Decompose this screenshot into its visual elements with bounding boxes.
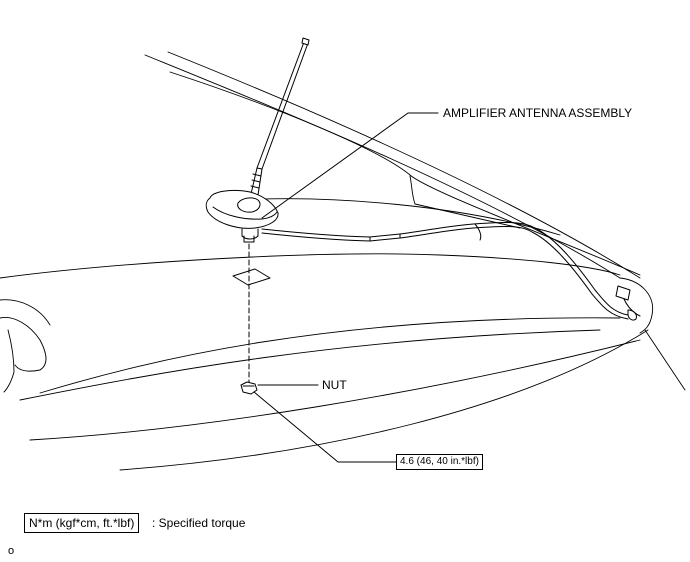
- mounting-hole: [232, 268, 271, 286]
- torque-legend-text: : Specified torque: [152, 516, 246, 530]
- antenna-cable: [261, 222, 641, 321]
- reference-code: o: [8, 545, 15, 557]
- torque-leader-line: [253, 391, 397, 463]
- nut-label: NUT: [322, 378, 347, 392]
- roof-outline: [144, 51, 641, 279]
- nut-icon: [240, 381, 258, 395]
- antenna-assembly-label: AMPLIFIER ANTENNA ASSEMBLY: [443, 106, 633, 120]
- torque-spec-box: 4.6 (46, 40 in.*lbf): [396, 454, 483, 470]
- body-panel: [0, 253, 686, 471]
- antenna-base: [205, 189, 279, 243]
- antenna-leader-line: [261, 112, 439, 219]
- antenna-rod: [250, 37, 310, 196]
- torque-unit-legend-box: N*m (kgf*cm, ft.*lbf): [24, 513, 140, 533]
